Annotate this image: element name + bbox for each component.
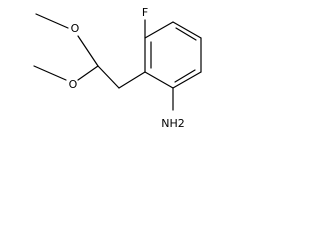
ring-bond-4 — [172, 71, 202, 89]
ch-o-upper-bond — [77, 35, 99, 67]
ch-o-lower-bond — [77, 65, 99, 81]
amine-label: NH2 — [161, 117, 185, 130]
ring-bond-2 — [172, 21, 202, 39]
oxygen-lower-label: O — [69, 78, 78, 91]
structure-canvas: F NH2 O O — [33, 6, 202, 130]
o-upper-methyl-bond — [35, 13, 69, 29]
fluorine-label: F — [142, 6, 148, 19]
ring-bond-5 — [144, 71, 174, 89]
ch2-ch-bond — [97, 65, 120, 89]
ring-double-bond-2 — [174, 69, 196, 83]
ring-bond-1 — [144, 21, 174, 39]
ring-double-bond-1 — [175, 27, 197, 41]
o-lower-methyl-bond — [33, 65, 67, 81]
ring-ch2-bond — [118, 71, 146, 89]
oxygen-upper-label: O — [71, 22, 80, 35]
